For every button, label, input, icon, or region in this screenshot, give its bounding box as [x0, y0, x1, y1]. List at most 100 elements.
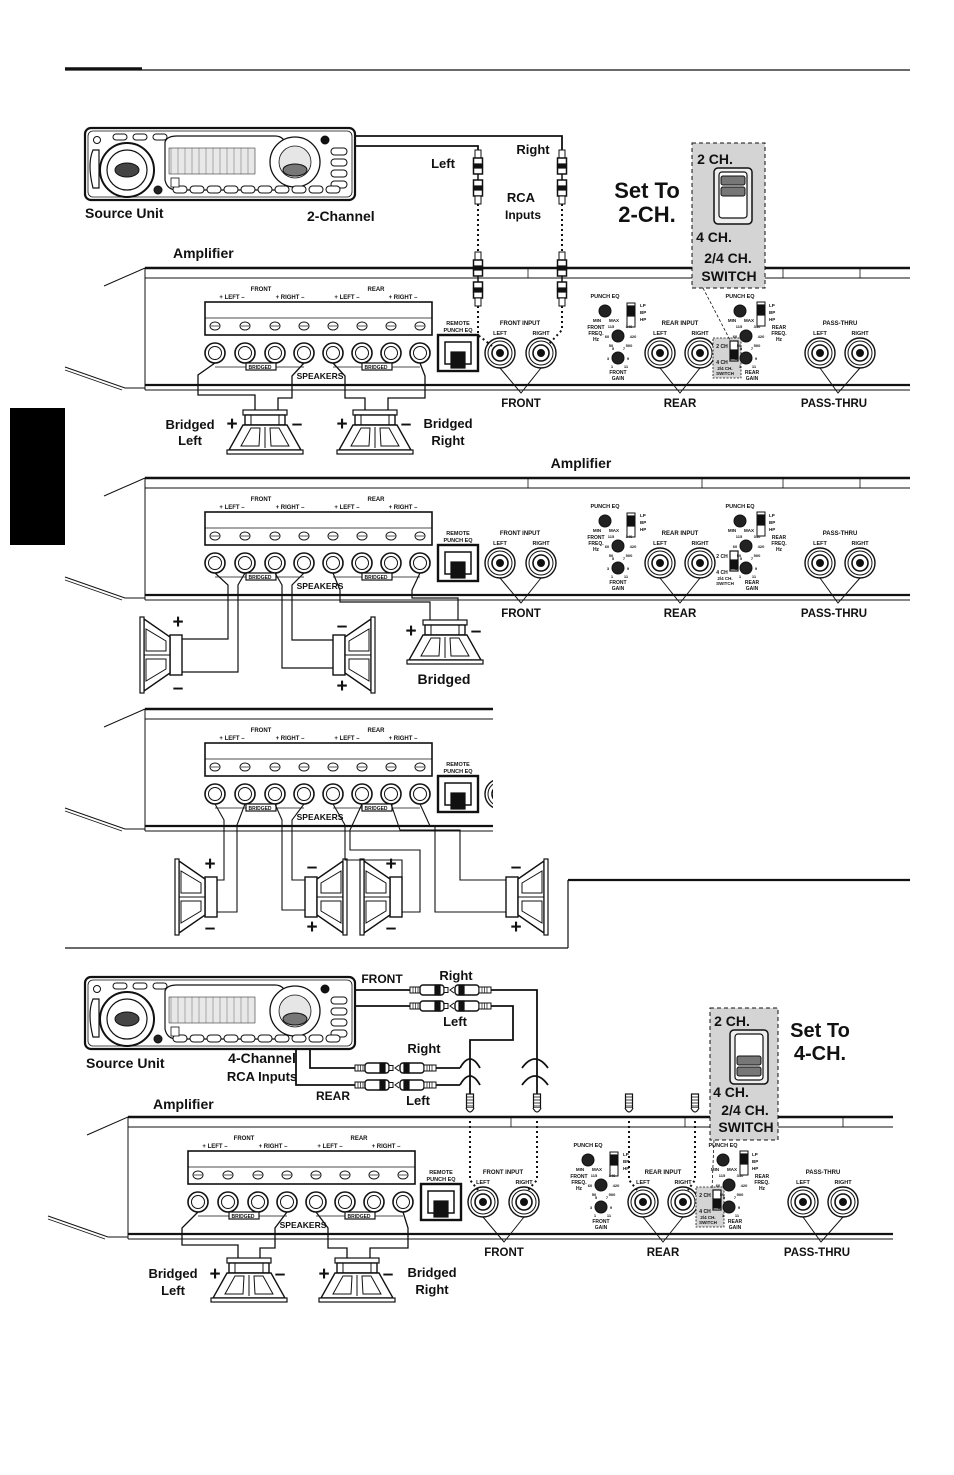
- label: PASS-THRU: [823, 531, 858, 537]
- front-input-right-jack: [526, 779, 556, 809]
- label: + LEFT –: [219, 736, 245, 742]
- rca-connector-pair: [409, 984, 492, 996]
- rear-input-right-jack: [684, 547, 716, 579]
- label: 340: [737, 1173, 744, 1178]
- label: 60: [605, 334, 610, 339]
- rca-connector-pair: [472, 251, 484, 307]
- label: 340: [609, 1173, 616, 1178]
- label: 60: [733, 334, 738, 339]
- label: LP: [752, 1152, 758, 1157]
- label: 420: [758, 544, 765, 549]
- pass-thru-label: PASS-THRU: [784, 1247, 850, 1259]
- label: 1: [611, 364, 614, 369]
- right-cable-label: Right: [516, 142, 550, 157]
- label: 50: [737, 343, 742, 348]
- label: PUNCH EQ: [590, 504, 620, 510]
- label: BRIDGED: [248, 575, 271, 581]
- label: 2/4 CH.: [717, 576, 732, 581]
- label: FRONT: [234, 1136, 255, 1142]
- pass-thru-left-jack: [804, 337, 836, 369]
- 4ch-label: 4 CH.: [713, 1084, 749, 1100]
- label: 7: [623, 556, 626, 561]
- positive-terminal-label: +: [405, 621, 416, 642]
- inputs-label: Inputs: [505, 208, 541, 222]
- switch-label: 2/4 CH.: [721, 1102, 768, 1118]
- label: SWITCH: [716, 581, 734, 586]
- label: 340: [754, 534, 761, 539]
- front-right-label: Right: [439, 968, 473, 983]
- label: MIN: [593, 528, 601, 533]
- front-left-label: Left: [443, 1014, 468, 1029]
- label: RIGHT: [834, 1180, 852, 1186]
- label: 11: [752, 364, 757, 369]
- label: 2/4 CH.: [700, 1215, 715, 1220]
- label: 115: [608, 534, 615, 539]
- label: 1: [739, 574, 742, 579]
- label: HP: [769, 527, 775, 532]
- label: BRIDGED: [364, 806, 387, 812]
- label: REAR: [367, 497, 385, 503]
- label: REMOTE: [446, 531, 470, 537]
- speaker: [226, 409, 304, 455]
- label: HP: [640, 317, 646, 322]
- label: 115: [591, 1173, 598, 1178]
- label: BRIDGED: [231, 1214, 254, 1220]
- rear-left-label: Left: [406, 1093, 431, 1108]
- label: LP: [640, 513, 646, 518]
- label: REAR: [367, 287, 385, 293]
- rear-right-label: Right: [407, 1041, 441, 1056]
- label: Hz: [776, 337, 783, 343]
- label: 115: [608, 324, 615, 329]
- label: SWITCH: [699, 1220, 717, 1225]
- negative-terminal-label: –: [383, 1264, 394, 1285]
- label: 11: [624, 364, 629, 369]
- label: FRONT INPUT: [500, 762, 541, 768]
- label: RIGHT: [532, 331, 550, 337]
- label: REAR INPUT: [662, 531, 699, 537]
- label: BP: [640, 310, 646, 315]
- label: HP: [769, 317, 775, 322]
- switch-label: SWITCH: [718, 1119, 773, 1135]
- positive-terminal-label: +: [306, 917, 317, 938]
- rear-label: REAR: [647, 1247, 680, 1259]
- label: 4 CH: [699, 1209, 711, 1215]
- label: FRONT: [570, 1174, 587, 1180]
- rear-input-left-jack: [644, 337, 676, 369]
- rear-input-left-jack: [627, 1186, 659, 1218]
- label: 7: [606, 1195, 609, 1200]
- pass-thru-label: PASS-THRU: [801, 398, 867, 410]
- label: 9: [627, 356, 630, 361]
- label: + RIGHT –: [259, 1144, 289, 1150]
- label: 5: [740, 556, 743, 561]
- rear-input-right-jack: [667, 1186, 699, 1218]
- channel-label: 4-Channel: [228, 1050, 296, 1066]
- label: FREQ.: [588, 331, 604, 337]
- front-label: FRONT: [501, 398, 541, 410]
- rca-plug: [690, 1093, 700, 1113]
- label: FRONT: [587, 325, 604, 331]
- bridged-left-label: Bridged: [148, 1266, 197, 1281]
- label: + RIGHT –: [276, 295, 306, 301]
- label: 5: [740, 346, 743, 351]
- positive-terminal-label: +: [510, 917, 521, 938]
- label: 115: [736, 534, 743, 539]
- 2ch-label: 2 CH.: [697, 151, 733, 167]
- label: 420: [613, 1183, 620, 1188]
- label: 3: [590, 1205, 593, 1210]
- label: 115: [719, 1173, 726, 1178]
- label: 50: [609, 343, 614, 348]
- label: BP: [640, 520, 646, 525]
- rear-label: REAR: [664, 398, 697, 410]
- 2-4-channel-switch-callout: 2 CH.4 CH.2/4 CH.SWITCH: [709, 1007, 779, 1141]
- label: GAIN: [746, 376, 759, 382]
- label: GAIN: [612, 586, 625, 592]
- label: FRONT INPUT: [483, 1170, 524, 1176]
- source-unit-head: [83, 975, 357, 1051]
- amplifier-label: Amplifier: [551, 455, 612, 471]
- speaker: [174, 858, 218, 936]
- label: FREQ.: [571, 1180, 587, 1186]
